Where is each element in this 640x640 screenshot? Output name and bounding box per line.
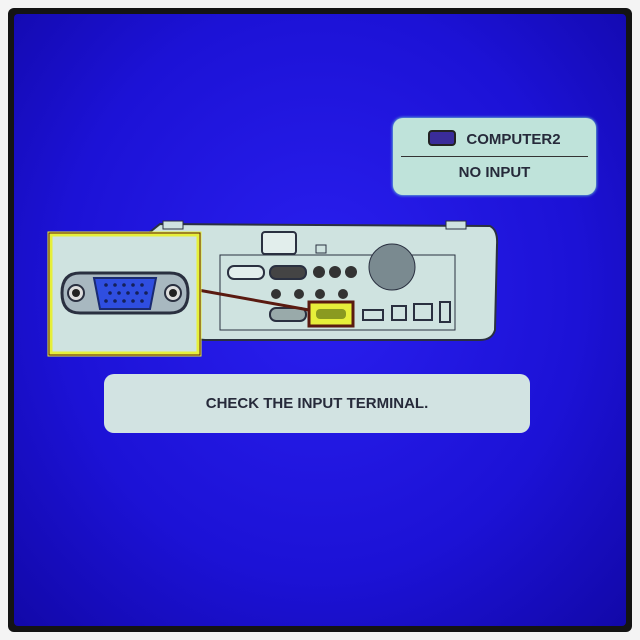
signal-status: NO INPUT (458, 164, 531, 181)
source-row: COMPUTER2 (393, 130, 596, 148)
callout-line (197, 288, 310, 312)
check-input-message: CHECK THE INPUT TERMINAL. (104, 374, 530, 433)
vga-port-closeup (47, 231, 202, 357)
computer-port-icon (428, 130, 457, 146)
divider (401, 156, 588, 157)
source-name: COMPUTER2 (466, 131, 561, 148)
projector-body (149, 220, 499, 341)
input-status-panel: COMPUTER2 NO INPUT (393, 118, 596, 195)
